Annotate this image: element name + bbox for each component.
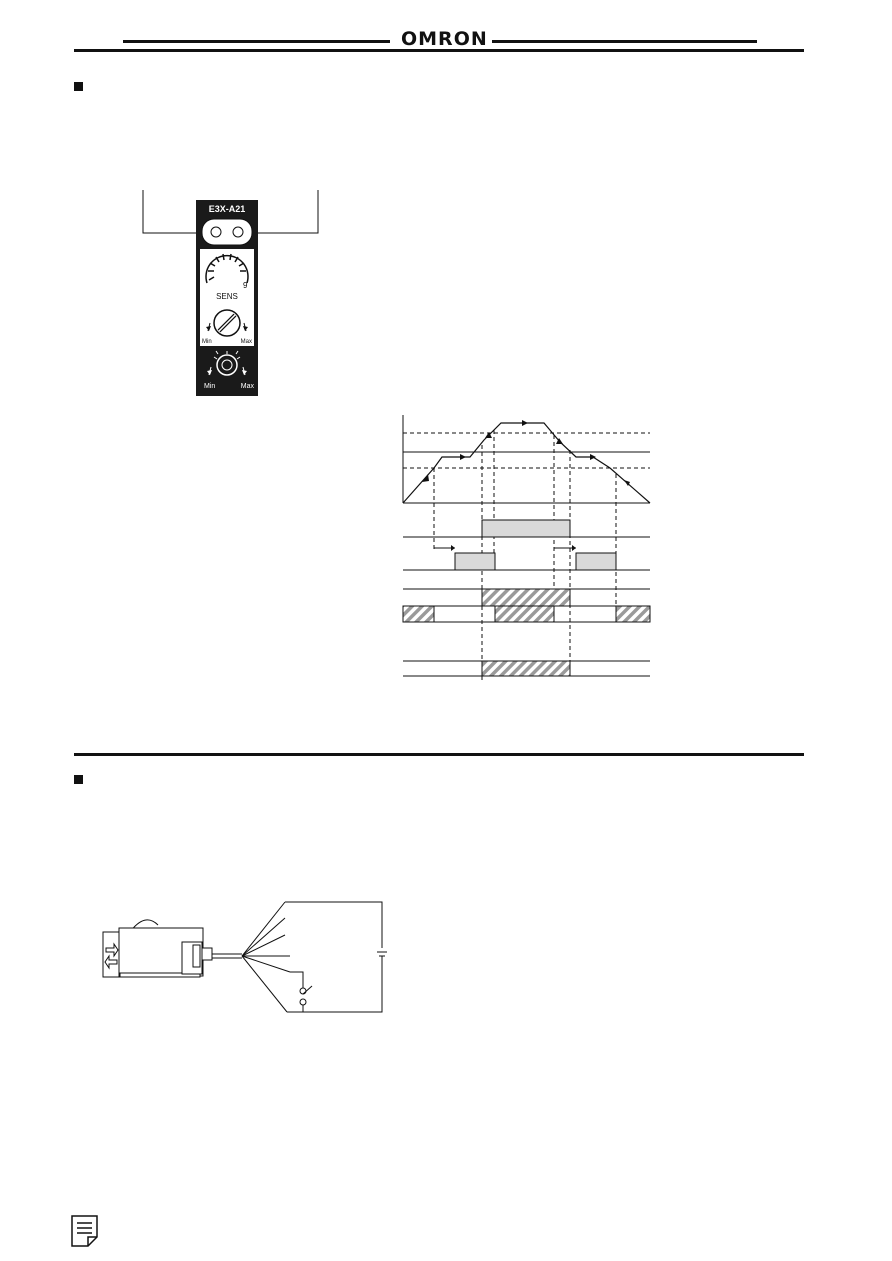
brand-logo: OMRON bbox=[401, 28, 488, 50]
section2-bullet bbox=[74, 775, 83, 784]
timer-adjuster-dial bbox=[207, 350, 247, 376]
power-supply-circuit bbox=[285, 901, 387, 1013]
amplifier-unit-side-view bbox=[102, 919, 242, 978]
model-label: E3X-A21 bbox=[209, 204, 246, 214]
dial1-max-label: Max bbox=[241, 339, 252, 345]
light-level-graph bbox=[402, 415, 651, 504]
section-divider bbox=[74, 753, 804, 756]
memo-note-icon bbox=[71, 1215, 98, 1247]
output-row-1 bbox=[403, 519, 650, 538]
header-rule-left bbox=[123, 40, 390, 43]
header-rule-right bbox=[492, 40, 757, 43]
lead-wires bbox=[241, 901, 291, 1013]
sens-scale-max: 9 bbox=[243, 281, 248, 290]
dial2-max-label: Max bbox=[241, 383, 255, 390]
dial2-min-label: Min bbox=[204, 383, 215, 390]
output-row-3 bbox=[402, 588, 651, 623]
header-rule-bottom bbox=[74, 49, 804, 52]
sensitivity-adjuster-knob bbox=[206, 309, 248, 337]
output-row-4 bbox=[403, 660, 650, 677]
dial1-min-label: Min bbox=[202, 339, 212, 345]
output-row-2 bbox=[403, 545, 650, 571]
sens-scale-dial bbox=[205, 253, 249, 284]
section1-bullet bbox=[74, 82, 83, 91]
timing-chart bbox=[402, 415, 651, 680]
wiring-diagram bbox=[102, 901, 387, 1013]
amplifier-panel-illustration: E3X-A21 9 SENS Min Max bbox=[142, 190, 319, 396]
sens-label: SENS bbox=[216, 292, 238, 301]
